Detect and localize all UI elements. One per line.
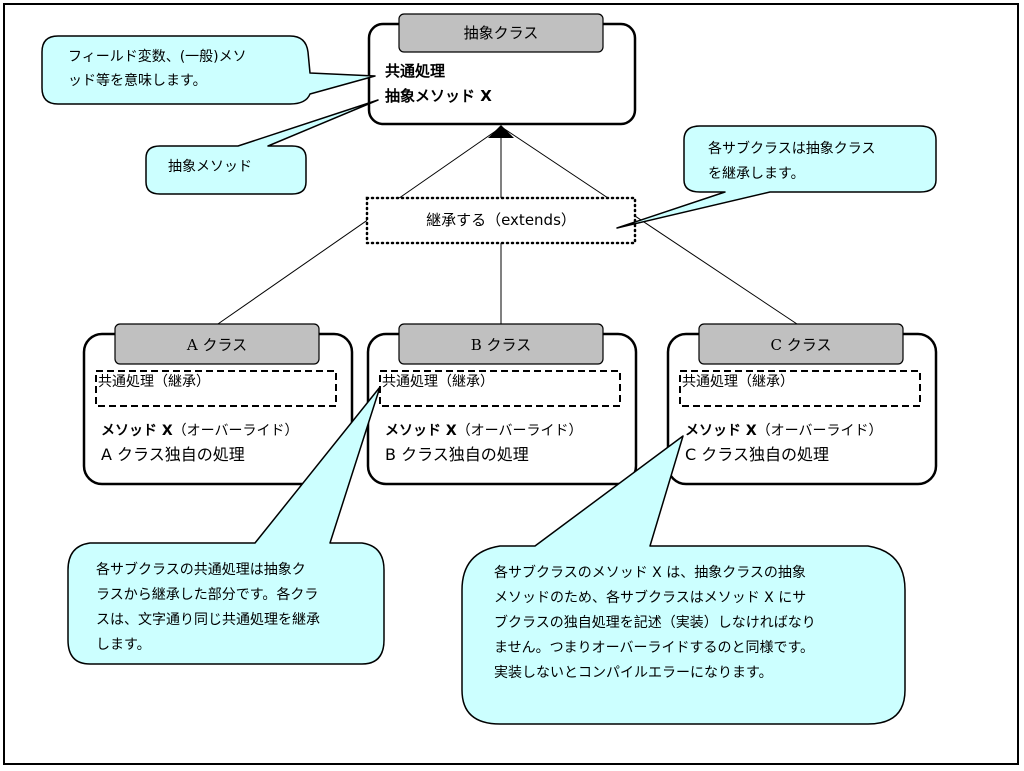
- subclass-c-method-name: メソッド X: [685, 423, 757, 439]
- callout-method-x-line: 実装しないとコンパイルエラーになります。: [494, 665, 773, 681]
- inheritance-arrowheads: [488, 125, 514, 138]
- abstract-member-common: 共通処理: [385, 62, 446, 80]
- callout-method-x-line: ブクラスの独自処理を記述（実装）しなければなり: [494, 615, 816, 631]
- subclass-b-title: B クラス: [470, 336, 532, 354]
- callout-method-x-line: メソッドのため、各サブクラスはメソッド X にサ: [494, 590, 807, 606]
- callout-abstract-method: 抽象メソッド: [168, 155, 252, 180]
- subclass-a-inherited-box: [95, 370, 337, 407]
- line-c-to-abstract: [502, 127, 801, 327]
- callout-inherit-line: 各サブクラスは抽象クラス: [708, 141, 876, 157]
- callout-common: 各サブクラスの共通処理は抽象ク ラスから継承した部分です。各クラ スは、文字通り…: [96, 558, 320, 658]
- abstract-class-header: [398, 13, 604, 53]
- extends-label: 継承する（extends）: [426, 211, 576, 229]
- callout-method-x-line: 各サブクラスのメソッド X は、抽象クラスの抽象: [494, 565, 806, 581]
- callout-common-shape: [67, 386, 385, 665]
- callout-fields-line: フィールド変数、(一般)メソ: [68, 49, 247, 65]
- abstract-class-title: 抽象クラス: [463, 24, 539, 42]
- callout-method-x-line: ません。つまりオーバーライドするのと同様です。: [494, 640, 815, 656]
- subclass-c-inherited: 共通処理（継承）: [682, 374, 794, 390]
- subclass-c-override-note: （オーバーライド）: [756, 423, 883, 439]
- arrowhead-icon: [488, 125, 514, 138]
- line-a-to-abstract: [214, 127, 501, 327]
- callout-abstract-method-line: 抽象メソッド: [168, 159, 252, 175]
- extends-box: [365, 196, 637, 245]
- subclass-b-inherited: 共通処理（継承）: [382, 374, 494, 390]
- callout-abstract-method-shape: [145, 99, 379, 195]
- subclass-a-title: A クラス: [186, 336, 248, 354]
- subclass-a-shapes: [82, 323, 354, 486]
- callout-inherit-line: を継承します。: [708, 166, 805, 182]
- callout-common-line: ラスから継承した部分です。各クラ: [96, 587, 319, 603]
- subclass-b-header: [398, 323, 604, 365]
- subclass-b-own: B クラス独自の処理: [385, 445, 529, 464]
- subclass-c-own: C クラス独自の処理: [685, 445, 829, 464]
- subclass-c-override: メソッド X（オーバーライド）: [685, 421, 883, 441]
- callout-common-line: スは、文字通り同じ共通処理を継承: [96, 612, 320, 628]
- subclass-c-header: [698, 323, 904, 365]
- abstract-member-method-x: 抽象メソッド X: [385, 87, 492, 105]
- callout-method-x: 各サブクラスのメソッド X は、抽象クラスの抽象 メソッドのため、各サブクラスは…: [494, 561, 816, 686]
- subclass-c-shapes: [666, 323, 938, 486]
- subclass-a-override: メソッド X（オーバーライド）: [101, 421, 299, 441]
- subclass-a-inherited: 共通処理（継承）: [98, 374, 210, 390]
- diagram-frame: [3, 3, 1019, 765]
- callout-inherit-shape: [616, 125, 937, 229]
- subclass-b-method-name: メソッド X: [385, 423, 457, 439]
- subclass-c-title: C クラス: [770, 336, 832, 354]
- callout-inherit: 各サブクラスは抽象クラス を継承します。: [708, 137, 875, 187]
- subclass-a-override-note: （オーバーライド）: [172, 423, 299, 439]
- callout-common-line: 各サブクラスの共通処理は抽象ク: [96, 562, 306, 578]
- subclass-c-inherited-box: [679, 370, 921, 407]
- callout-fields-shape: [41, 35, 376, 105]
- subclass-a-own: A クラス独自の処理: [101, 445, 245, 464]
- callout-method-x-shape: [461, 435, 906, 725]
- subclass-a-header: [114, 323, 320, 365]
- subclass-a-method-name: メソッド X: [101, 423, 173, 439]
- subclass-b-override: メソッド X（オーバーライド）: [385, 421, 583, 441]
- callout-fields: フィールド変数、(一般)メソ ッド等を意味します。: [68, 45, 247, 93]
- callout-fields-line: ッド等を意味します。: [68, 73, 207, 89]
- subclass-b-shapes: [366, 323, 638, 486]
- callout-common-line: します。: [96, 637, 151, 653]
- subclass-b-override-note: （オーバーライド）: [456, 423, 583, 439]
